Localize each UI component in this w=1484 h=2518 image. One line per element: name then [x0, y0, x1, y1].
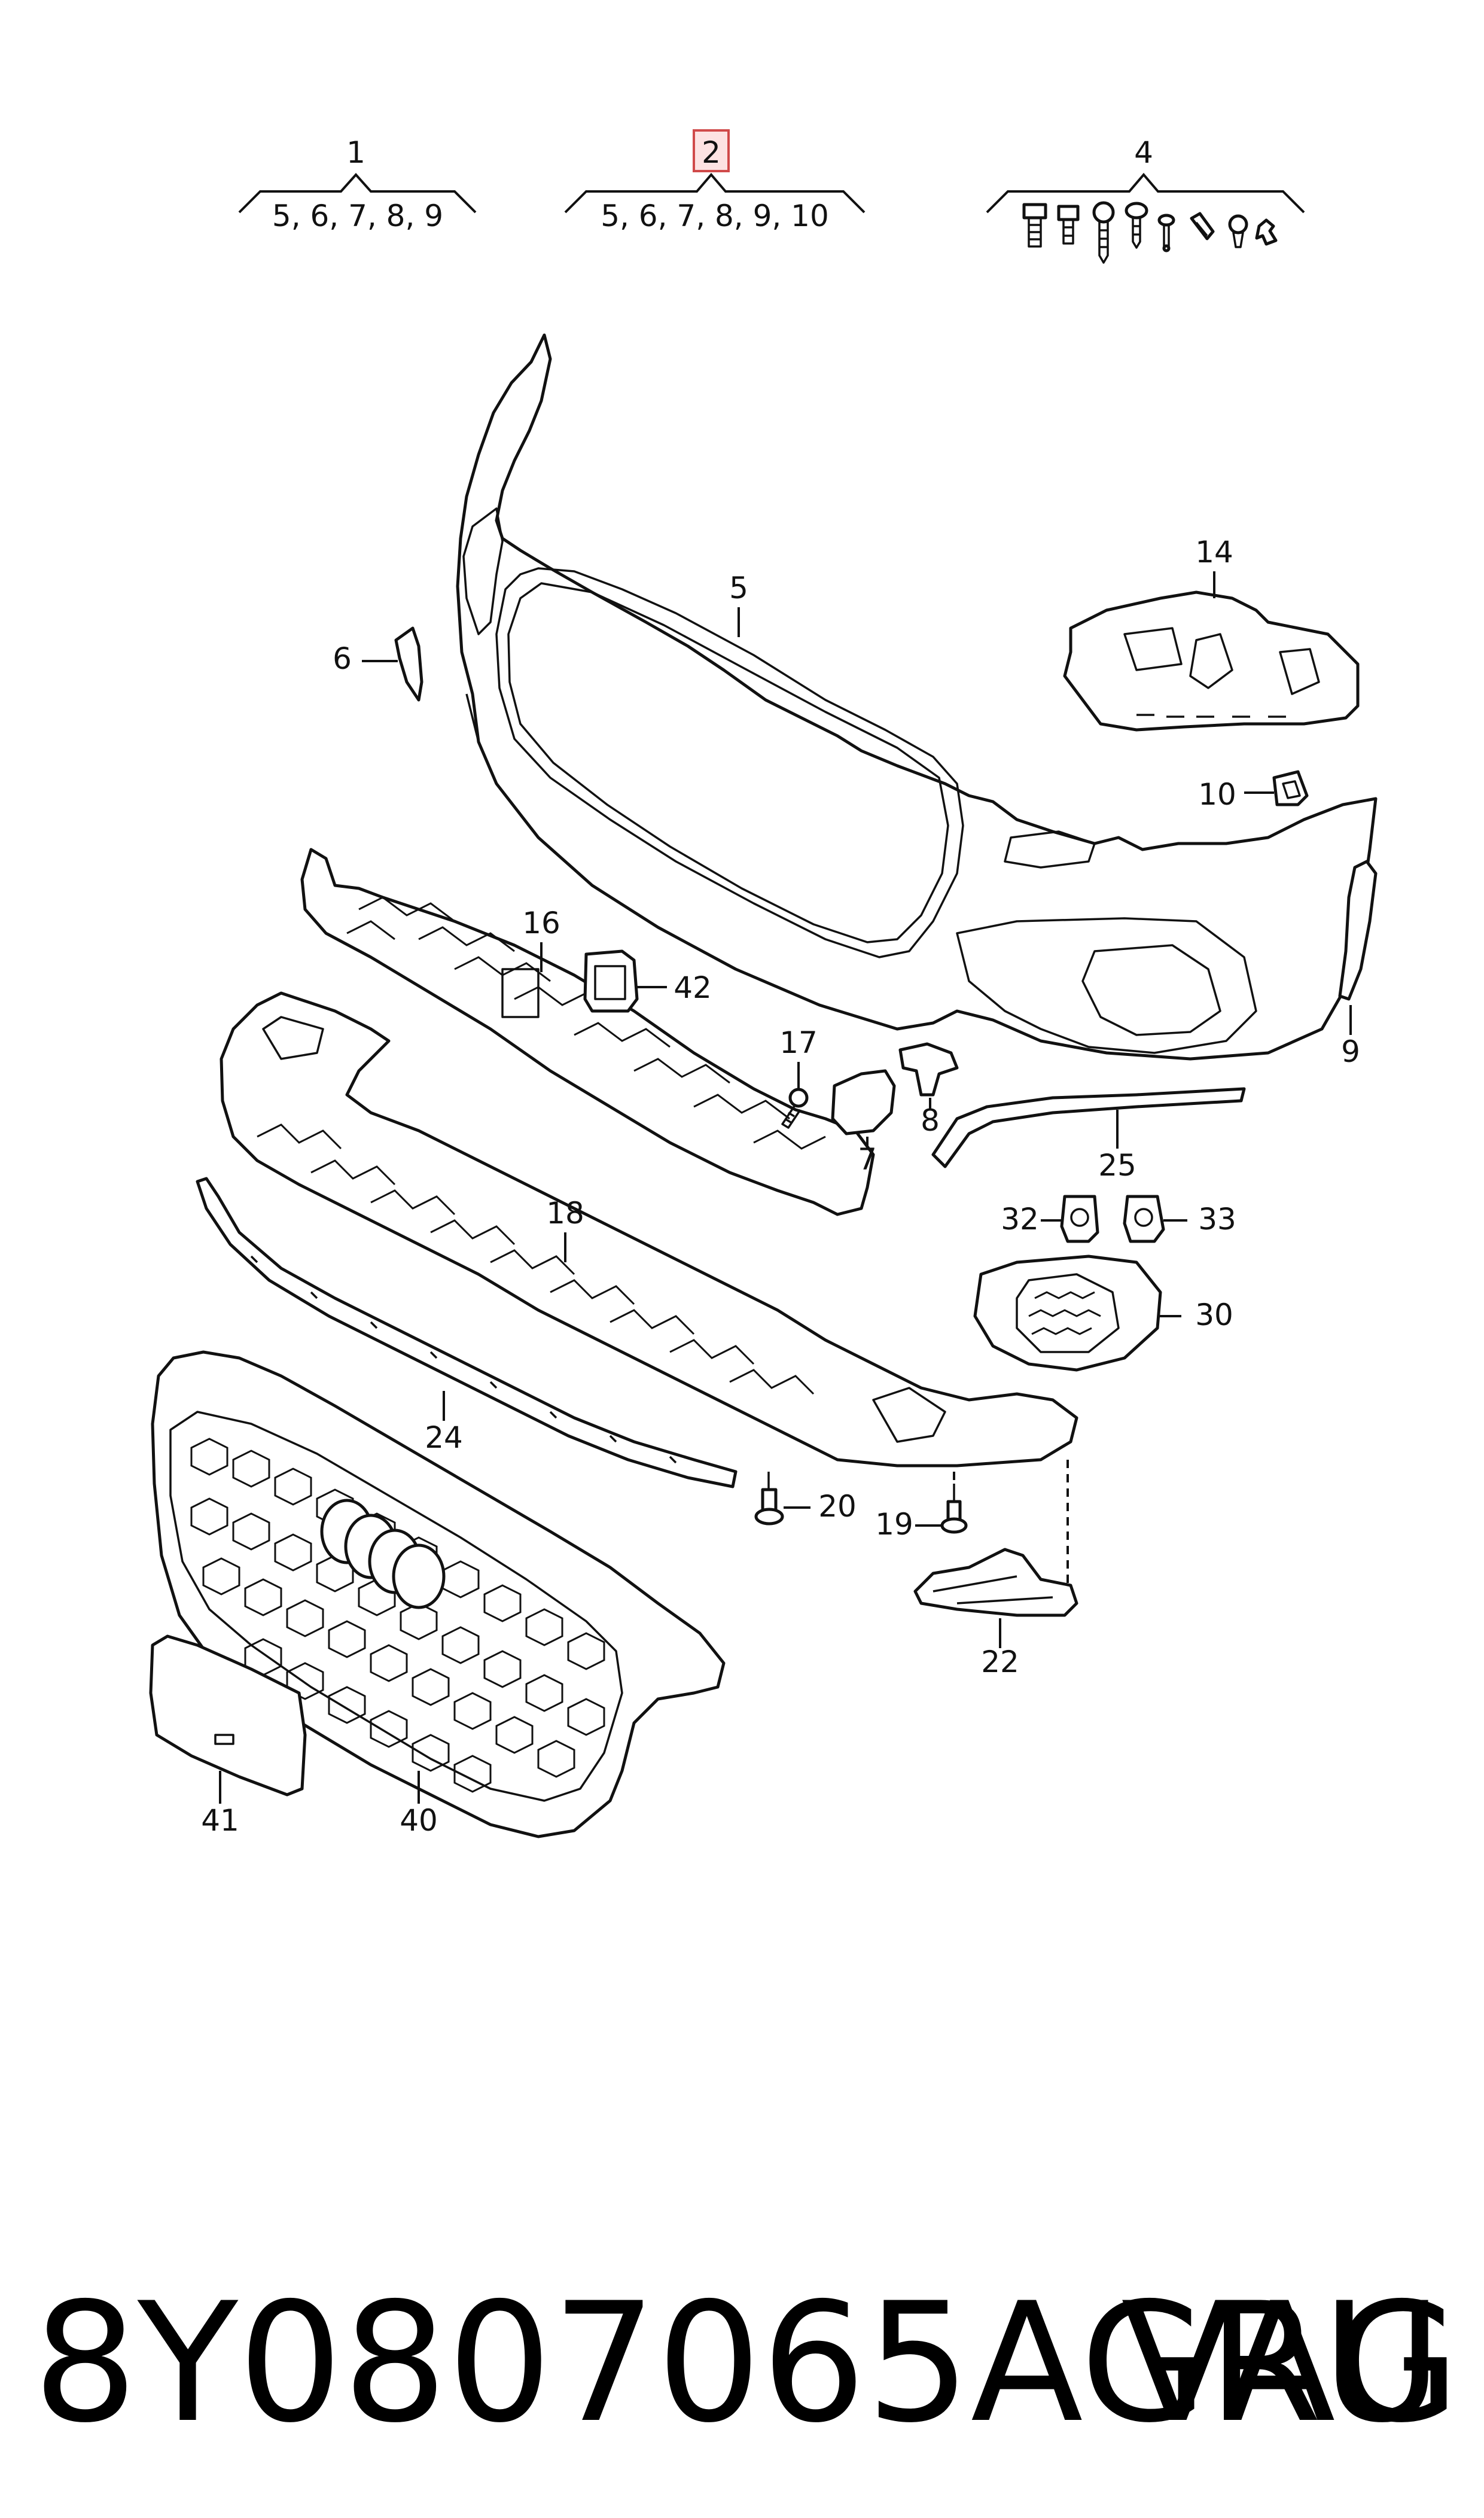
callout-42: 42	[674, 970, 712, 1005]
part-7-tow-hook-cover[interactable]	[831, 1069, 896, 1135]
callout-14: 14	[1195, 535, 1233, 570]
part-5-bumper-cover[interactable]	[456, 333, 1378, 1061]
part-42-sensor-bracket[interactable]	[583, 949, 639, 1013]
callout-40: 40	[400, 1803, 438, 1838]
part-24-lower-trim[interactable]	[196, 1177, 738, 1488]
group-2-highlight	[693, 129, 730, 172]
part-33-mount[interactable]	[1123, 1195, 1165, 1243]
callout-19: 19	[875, 1507, 913, 1542]
part-9-side-trim[interactable]	[1338, 860, 1378, 1001]
part-30-fog-grille[interactable]	[973, 1255, 1162, 1372]
callout-10: 10	[1198, 777, 1236, 812]
clip-icon	[1190, 212, 1215, 240]
parts-diagram: 1 5, 6, 7, 8, 9 2 5, 6, 7, 8, 9, 10 4	[149, 129, 1378, 1838]
pan-head-screw-icon	[1125, 202, 1148, 249]
part-32-mount[interactable]	[1060, 1195, 1099, 1243]
group-2-number: 2	[702, 135, 721, 170]
part-41-plate-bracket[interactable]	[149, 1634, 307, 1797]
part-17-screw[interactable]	[781, 1088, 809, 1129]
callout-9: 9	[1341, 1034, 1360, 1069]
group-1: 1 5, 6, 7, 8, 9	[238, 135, 477, 233]
callout-30: 30	[1195, 1298, 1233, 1332]
callout-5: 5	[729, 571, 748, 605]
group-1-number: 1	[346, 135, 365, 170]
part-22-bracket[interactable]	[913, 1548, 1078, 1617]
plastic-nut-icon	[1228, 214, 1248, 248]
rivet-icon	[1157, 214, 1175, 252]
part-number: 8Y0807065AGRU	[33, 2267, 1443, 2459]
part-25-trim-strip[interactable]	[931, 1087, 1246, 1168]
group-1-items: 5, 6, 7, 8, 9	[272, 199, 443, 233]
group-2-items: 5, 6, 7, 8, 9, 10	[601, 199, 829, 233]
part-20-bolt[interactable]	[754, 1472, 784, 1526]
part-14-bracket[interactable]	[1063, 590, 1360, 732]
group-2[interactable]: 2 5, 6, 7, 8, 9, 10	[564, 129, 866, 233]
part-8-holder[interactable]	[898, 1042, 959, 1097]
callout-41: 41	[201, 1803, 239, 1838]
callout-20: 20	[818, 1489, 857, 1524]
footer: 8Y0807065AGRU VAG	[0, 2261, 1484, 2465]
callout-33: 33	[1198, 1202, 1236, 1237]
part-18-lower-bracket[interactable]	[220, 991, 1078, 1467]
part-19-bolt[interactable]	[940, 1484, 968, 1534]
callout-25: 25	[1098, 1148, 1136, 1183]
callout-24: 24	[425, 1420, 463, 1455]
expansion-clip-icon	[1255, 218, 1278, 246]
callout-22: 22	[981, 1645, 1019, 1679]
rings-emblem-icon	[320, 1499, 446, 1609]
part-10-clip[interactable]	[1272, 770, 1309, 806]
self-tapping-screw-icon	[1092, 201, 1115, 264]
callout-18: 18	[546, 1196, 584, 1231]
brand-label: VAG	[1121, 2267, 1460, 2459]
part-6-trim-cap[interactable]	[394, 626, 423, 702]
hex-bolt-icon	[1022, 203, 1047, 248]
group-4-number: 4	[1134, 135, 1153, 170]
callout-32: 32	[1001, 1202, 1039, 1237]
callout-6: 6	[333, 641, 352, 676]
callout-7: 7	[858, 1142, 877, 1177]
part-16-grille-support[interactable]	[300, 848, 875, 1216]
callout-16: 16	[522, 906, 560, 940]
callout-17: 17	[779, 1025, 818, 1060]
flange-bolt-icon	[1057, 205, 1080, 245]
group-4: 4	[986, 135, 1305, 264]
fastener-icons	[1022, 201, 1278, 264]
